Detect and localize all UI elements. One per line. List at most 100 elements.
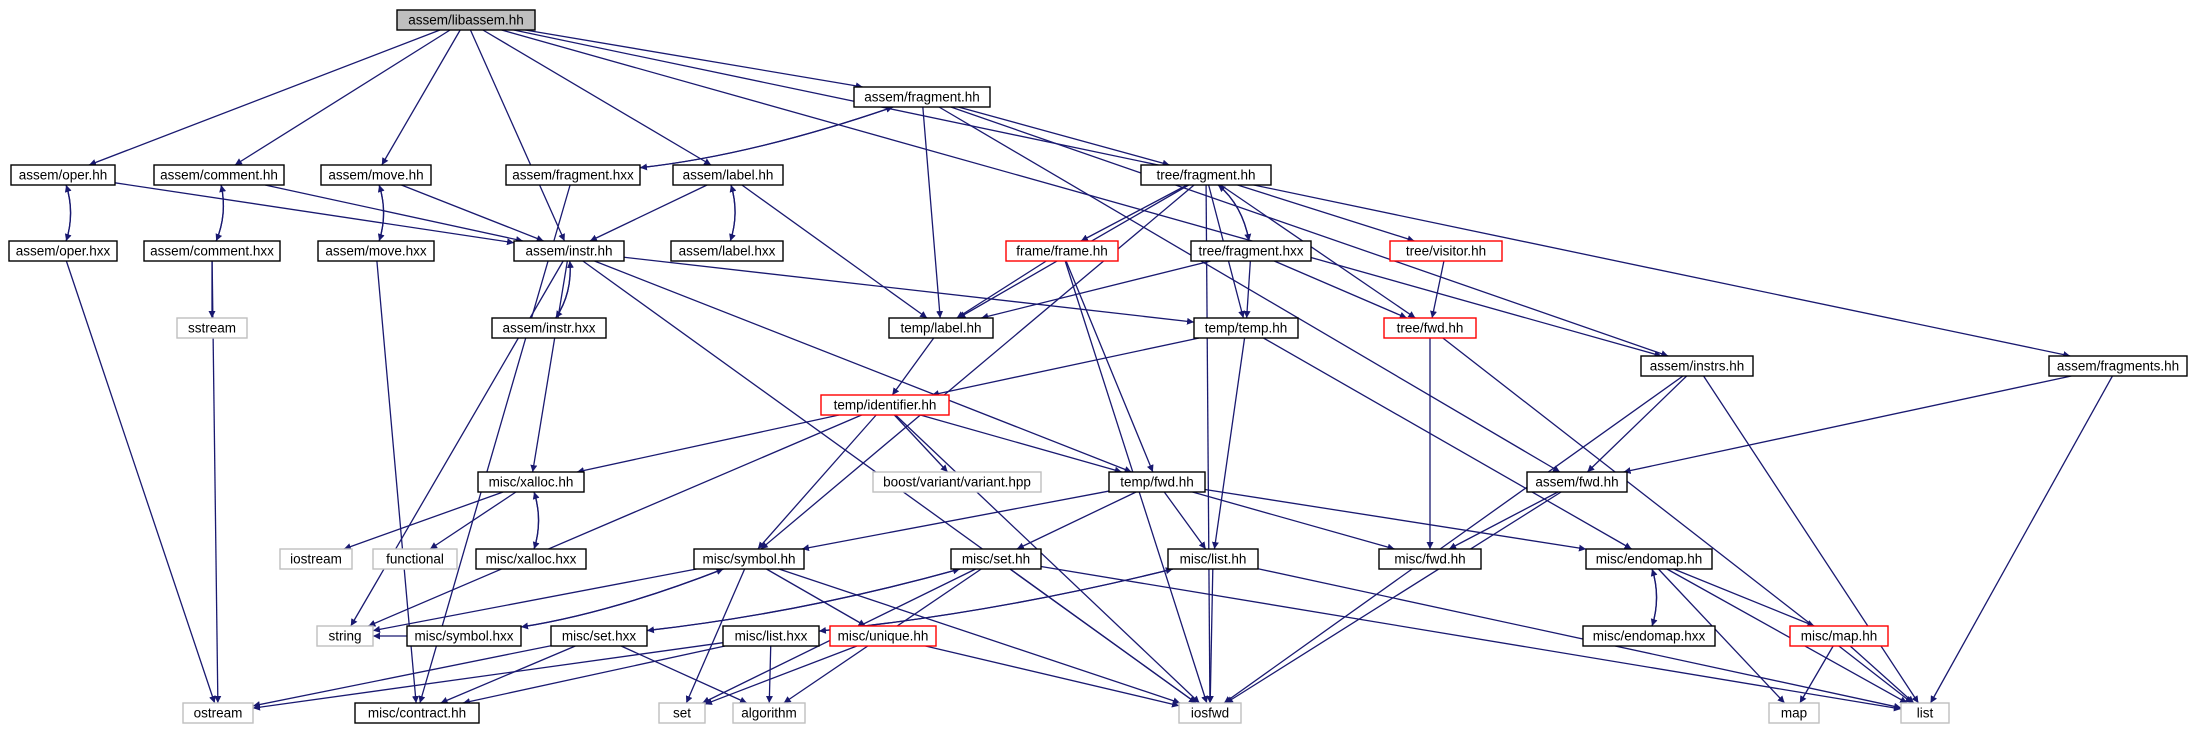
- node-box: [1585, 548, 1713, 570]
- node-oper-hxx[interactable]: assem/oper.hxx: [8, 240, 118, 262]
- node-tree-fragment-hxx[interactable]: tree/fragment.hxx: [1190, 240, 1312, 262]
- edge-xalloc_hh-to-iostream: [343, 491, 504, 550]
- node-comment-hh[interactable]: assem/comment.hh: [153, 164, 285, 186]
- node-instr-hh[interactable]: assem/instr.hh: [513, 240, 625, 262]
- node-set-hh[interactable]: misc/set.hh: [950, 548, 1042, 570]
- edge-list_hxx-to-ostream: [252, 642, 724, 711]
- node-frame-hh[interactable]: frame/frame.hh: [1005, 240, 1119, 262]
- node-symbol-hh[interactable]: misc/symbol.hh: [693, 548, 805, 570]
- edge-line: [1220, 184, 1416, 319]
- edge-tree_fragment_hxx-to-tree_fwd_hh: [1273, 260, 1408, 319]
- edge-temp_identifier_hh-to-string: [368, 414, 862, 627]
- node-label: assem/label.hxx: [679, 244, 776, 259]
- edge-frame_hh-to-temp_fwd_hh: [1065, 260, 1154, 473]
- edge-line: [729, 184, 737, 242]
- edge-line: [922, 106, 944, 319]
- edge-line: [1211, 337, 1246, 550]
- edge-line: [418, 184, 571, 704]
- edge-line: [501, 29, 1662, 358]
- node-oper-hh[interactable]: assem/oper.hh: [10, 164, 116, 186]
- node-comment-hxx[interactable]: assem/comment.hxx: [143, 240, 281, 262]
- node-label: tree/fragment.hxx: [1198, 244, 1303, 259]
- node-endomap-hh[interactable]: misc/endomap.hh: [1585, 548, 1713, 570]
- edge-line: [440, 645, 576, 704]
- node-label: string: [328, 629, 361, 644]
- node-temp-fwd-hh[interactable]: temp/fwd.hh: [1108, 471, 1206, 493]
- node-move-hxx[interactable]: assem/move.hxx: [317, 240, 435, 262]
- node-temp-identifier-hh[interactable]: temp/identifier.hh: [820, 394, 950, 416]
- node-box: [1167, 548, 1259, 570]
- node-label: assem/fragment.hxx: [512, 168, 634, 183]
- edge-line: [368, 414, 862, 627]
- node-fragment-hh[interactable]: assem/fragment.hh: [853, 86, 991, 108]
- node-label: assem/fragment.hh: [864, 90, 980, 105]
- node-box: [670, 240, 784, 262]
- node-label-hxx[interactable]: assem/label.hxx: [670, 240, 784, 262]
- edge-line: [958, 106, 1170, 167]
- node-instrs-hh[interactable]: assem/instrs.hh: [1640, 355, 1754, 377]
- node-move-hh[interactable]: assem/move.hh: [320, 164, 432, 186]
- node-label-hh[interactable]: assem/label.hh: [672, 164, 784, 186]
- node-misc-fwd-hh[interactable]: misc/fwd.hh: [1378, 548, 1482, 570]
- node-xalloc-hxx[interactable]: misc/xalloc.hxx: [475, 548, 587, 570]
- node-symbol-hxx[interactable]: misc/symbol.hxx: [406, 625, 522, 647]
- node-box: [693, 548, 805, 570]
- node-box: [354, 702, 480, 724]
- edge-fragment_hxx-to-contract_hh: [418, 184, 571, 704]
- node-set: set: [658, 702, 706, 724]
- node-temp-temp-hh[interactable]: temp/temp.hh: [1193, 317, 1299, 339]
- node-assem-fwd-hh[interactable]: assem/fwd.hh: [1526, 471, 1628, 493]
- edge-tree_fragment_hxx-to-temp_temp_hh: [1243, 260, 1251, 319]
- node-temp-label-hh[interactable]: temp/label.hh: [888, 317, 994, 339]
- node-libassem[interactable]: assem/libassem.hh: [396, 9, 536, 31]
- edge-line: [1273, 260, 1408, 319]
- node-label: assem/instr.hxx: [502, 321, 595, 336]
- edge-line: [1040, 565, 1902, 712]
- node-tree-fragment-hh[interactable]: tree/fragment.hh: [1140, 164, 1272, 186]
- edge-endomap_hxx-to-endomap_hh: [1650, 568, 1658, 627]
- edge-line: [639, 106, 894, 171]
- node-functional: functional: [372, 548, 458, 570]
- node-tree-fwd-hh[interactable]: tree/fwd.hh: [1383, 317, 1477, 339]
- edge-line: [920, 414, 1122, 474]
- node-box: [153, 164, 285, 186]
- edge-line: [1799, 645, 1834, 704]
- edge-tree_fragment_hh-to-symbol_hh: [760, 184, 1195, 550]
- node-box: [505, 164, 641, 186]
- node-list-hxx[interactable]: misc/list.hxx: [722, 625, 820, 647]
- node-box: [1140, 164, 1272, 186]
- node-list: list: [1900, 702, 1950, 724]
- edge-line: [520, 568, 724, 628]
- node-box: [406, 625, 522, 647]
- edge-xalloc_hh-to-functional: [429, 491, 517, 550]
- node-instr-hxx[interactable]: assem/instr.hxx: [491, 317, 607, 339]
- node-set-hxx[interactable]: misc/set.hxx: [550, 625, 648, 647]
- edge-set_hxx-to-contract_hh: [440, 645, 576, 704]
- node-box: [2048, 355, 2188, 377]
- node-label: iosfwd: [1191, 706, 1229, 721]
- edge-line: [1206, 568, 1214, 704]
- node-contract-hh[interactable]: misc/contract.hh: [354, 702, 480, 724]
- node-tree-visitor-hh[interactable]: tree/visitor.hh: [1389, 240, 1503, 262]
- node-list-hh[interactable]: misc/list.hh: [1167, 548, 1259, 570]
- node-xalloc-hh[interactable]: misc/xalloc.hh: [477, 471, 585, 493]
- node-unique-hh[interactable]: misc/unique.hh: [829, 625, 937, 647]
- edge-line: [252, 642, 724, 711]
- edge-line: [65, 260, 216, 704]
- node-fragments-hh[interactable]: assem/fragments.hh: [2048, 355, 2188, 377]
- edge-line: [401, 184, 544, 242]
- node-label: misc/xalloc.hh: [489, 475, 574, 490]
- node-map-hh[interactable]: misc/map.hh: [1789, 625, 1889, 647]
- node-label: assem/instrs.hh: [1650, 359, 1745, 374]
- edge-temp_identifier_hh-to-xalloc_hh: [576, 414, 840, 474]
- node-endomap-hxx[interactable]: misc/endomap.hxx: [1582, 625, 1716, 647]
- edge-line: [532, 491, 540, 550]
- node-box: [1768, 702, 1820, 724]
- node-fragment-hxx[interactable]: assem/fragment.hxx: [505, 164, 641, 186]
- node-box: [279, 548, 353, 570]
- edge-line: [215, 184, 227, 242]
- node-box: [550, 625, 648, 647]
- edge-layer: [64, 29, 2114, 712]
- edge-line: [685, 568, 746, 704]
